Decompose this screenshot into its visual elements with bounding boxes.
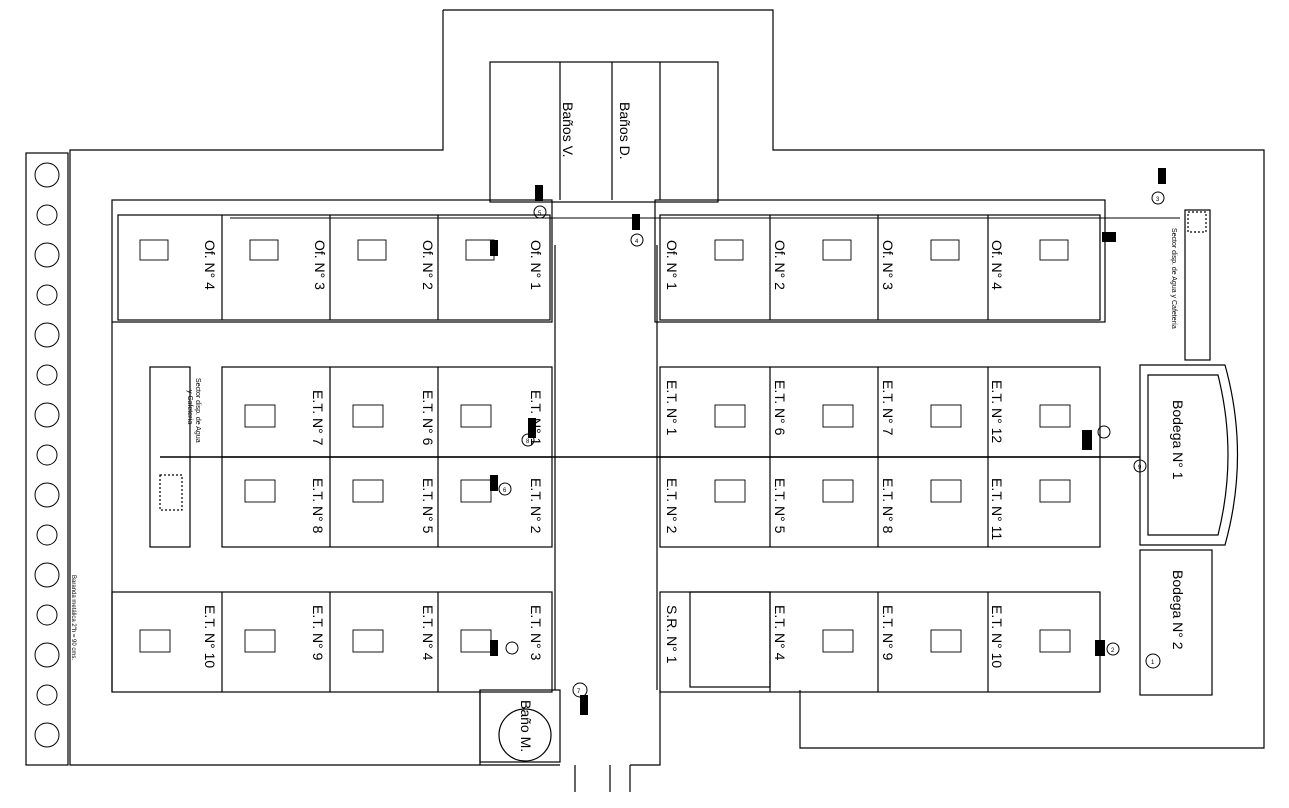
label-of-1-right: Of. N° 1: [664, 240, 680, 290]
circuit-5: 5: [538, 211, 542, 217]
label-of-4-right: Of. N° 4: [989, 240, 1005, 290]
planter-strip: [25, 152, 69, 766]
label-et-12: E.T. N° 12: [989, 380, 1005, 443]
label-et-6-right: E.T. N° 6: [772, 380, 788, 436]
label-et-10-right: E.T. N° 10: [989, 605, 1005, 668]
label-et-9-left: E.T. N° 9: [310, 605, 326, 661]
label-bano-m: Baño M.: [518, 700, 534, 752]
label-of-3-left: Of. N° 3: [312, 240, 328, 290]
label-et-3-left: E.T. N° 3: [528, 605, 544, 661]
label-et-5-right: E.T. N° 5: [772, 478, 788, 534]
label-et-8-right: E.T. N° 8: [880, 478, 896, 534]
label-et-7: E.T. N° 7: [310, 390, 326, 446]
label-et-4-right: E.T. N° 4: [772, 605, 788, 661]
circuit-2: 2: [1111, 648, 1115, 654]
label-et-5-left: E.T. N° 5: [420, 478, 436, 534]
label-et-7-right: E.T. N° 7: [880, 380, 896, 436]
label-et-6-left: E.T. N° 6: [420, 390, 436, 446]
bano-m-wall: [479, 689, 561, 763]
bodega-1-wall: [1139, 364, 1239, 546]
circuit-numbers: 1 2 3 4 5 6 7 8 9: [503, 197, 1160, 695]
room-labels: Of. N° 4 Of. N° 3 Of. N° 2 Of. N° 1 Of. …: [70, 102, 1186, 752]
bodega-2-wall: [1139, 549, 1213, 696]
office-row-right: [654, 199, 1106, 323]
circuit-3: 3: [1156, 197, 1160, 203]
water-sector-right: [1184, 209, 1211, 361]
circuit-8: 8: [526, 439, 530, 445]
label-of-1-left: Of. N° 1: [528, 240, 544, 290]
office-row-left: [111, 199, 553, 323]
label-barandal: Baranda metálica 2"h = 90 cms.: [70, 575, 76, 660]
circuit-6: 6: [503, 488, 507, 494]
label-banos-d: Baños D.: [617, 102, 633, 160]
circuit-7: 7: [577, 689, 581, 695]
circuit-9: 9: [1138, 465, 1142, 471]
fixture-symbols: [490, 168, 1166, 715]
label-bodega-2: Bodega N° 2: [1170, 570, 1186, 650]
building-outline: [69, 9, 1265, 766]
label-et-1-left: E.T. N° 1: [528, 390, 544, 446]
label-of-4-left: Of. N° 4: [202, 240, 218, 290]
circuit-1: 1: [1151, 660, 1155, 666]
label-et-2-left: E.T. N° 2: [528, 478, 544, 534]
label-et-11: E.T. N° 11: [989, 478, 1005, 540]
workstation-row-bottom-left: [111, 591, 553, 693]
plant-icons: [34, 162, 60, 748]
label-sr-1: S.R. N° 1: [664, 605, 680, 664]
bathroom-block: [489, 61, 719, 203]
label-bodega-1: Bodega N° 1: [1170, 400, 1186, 480]
label-et-9-right: E.T. N° 9: [880, 605, 896, 661]
circuit-markers: [498, 191, 1165, 698]
label-et-2-right: E.T. N° 2: [664, 478, 680, 534]
meeting-room: [689, 591, 771, 688]
label-of-2-left: Of. N° 2: [420, 240, 436, 290]
label-et-4-left: E.T. N° 4: [420, 605, 436, 661]
label-of-2-right: Of. N° 2: [772, 240, 788, 290]
label-sector-left-1: Sector disp. de Agua: [194, 378, 201, 443]
label-et-8-left: E.T. N° 8: [310, 478, 326, 534]
label-sector-left-2: y Cafetería: [186, 390, 193, 424]
label-et-1-right: E.T. N° 1: [664, 380, 680, 436]
label-sector-right: Sector disp. de Agua y Cafetería: [1170, 228, 1177, 329]
desk-furniture: [139, 239, 1071, 653]
workstation-row-bottom-right: [659, 591, 1101, 693]
label-banos-v: Baños V.: [560, 102, 576, 158]
label-of-3-right: Of. N° 3: [880, 240, 896, 290]
circuit-4: 4: [635, 239, 639, 245]
label-et-10-left: E.T. N° 10: [202, 605, 218, 668]
